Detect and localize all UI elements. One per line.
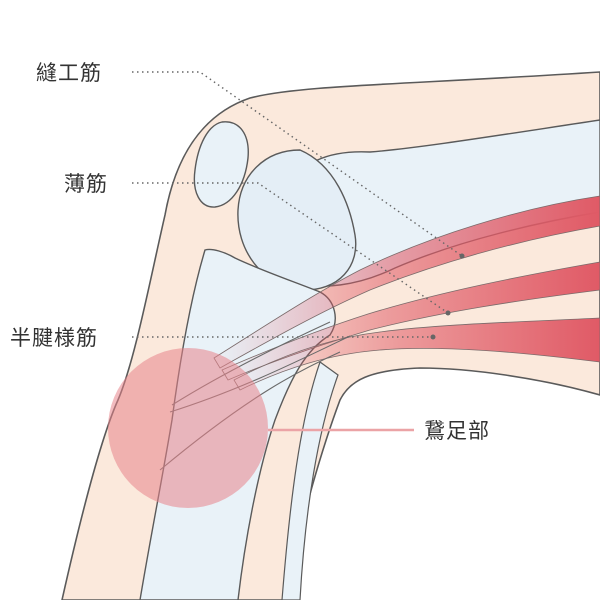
pes-anserinus-highlight [108,348,268,508]
label-pes-anserinus: 鵞足部 [424,419,490,443]
fibula [281,361,339,600]
label-gracilis: 薄筋 [64,172,108,196]
patella [193,121,249,208]
label-semitendinosus: 半腱様筋 [10,326,98,350]
gracilis-point [445,310,451,316]
gracilis-leader [132,182,449,314]
sartorius-leader [132,71,463,257]
sartorius-point [459,253,465,259]
semitendinosus-point [430,334,436,340]
label-sartorius: 縫工筋 [36,61,102,85]
